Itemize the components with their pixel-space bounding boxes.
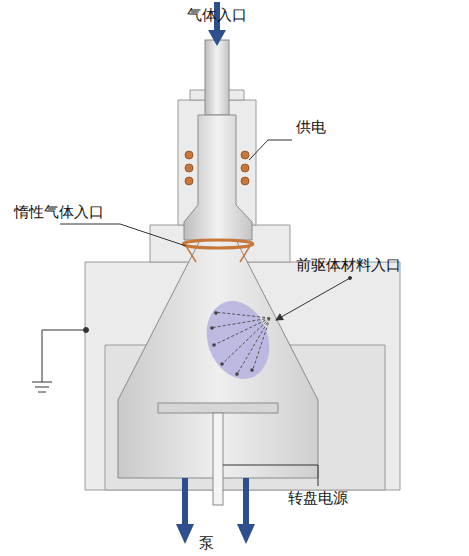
ground-symbol bbox=[32, 328, 89, 393]
pump-label: 泵 bbox=[199, 534, 214, 552]
gas-inlet-label: 气体入口 bbox=[187, 6, 247, 24]
turntable-power-label: 转盘电源 bbox=[288, 489, 348, 507]
power-label: 供电 bbox=[296, 118, 326, 136]
flow-arrows bbox=[176, 2, 255, 544]
turntable bbox=[158, 403, 278, 505]
rf-coil bbox=[185, 151, 249, 185]
leader-lines bbox=[60, 140, 352, 486]
precursor-plume bbox=[196, 292, 280, 388]
outer-housing bbox=[85, 90, 400, 490]
inert-gas-label: 惰性气体入口 bbox=[14, 203, 104, 221]
inert-gas-ring bbox=[183, 240, 253, 262]
gas-tube bbox=[184, 40, 252, 240]
precursor-label: 前驱体材料入口 bbox=[296, 256, 401, 274]
